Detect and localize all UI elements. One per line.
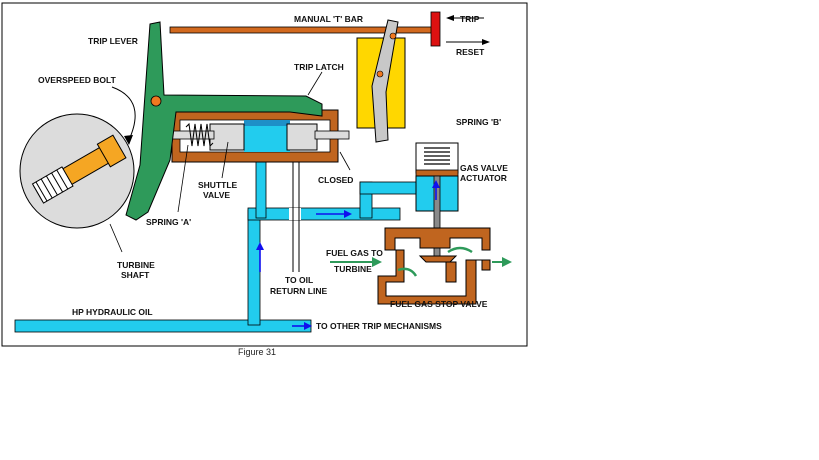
shuttle-spool-right [286,123,318,151]
label-shuttle-valve-2: VALVE [203,190,230,200]
valve-body-lower [377,249,491,305]
labels: MANUAL 'T' BAR TRIP RESET TRIP LEVER TRI… [38,14,508,331]
overspeed-bolt [31,134,127,204]
flow-arrow-other-trip [304,322,312,330]
gas-outlet-arrow [502,257,512,267]
label-manual-t-bar: MANUAL 'T' BAR [294,14,363,24]
label-fuel-gas-1: FUEL GAS TO [326,248,383,258]
trip-latch-leader [307,71,323,96]
closed-leader [339,151,351,171]
label-gas-valve-actuator-2: ACTUATOR [460,173,507,183]
fuel-gas-stop-valve [377,227,491,305]
turbine-shaft-leader [109,223,123,253]
t-bar-link [371,19,399,143]
label-overspeed-bolt: OVERSPEED BOLT [38,75,117,85]
hydraulic-oil-lines [14,127,419,333]
diagram-frame [1,2,528,347]
label-spring-b: SPRING 'B' [456,117,501,127]
trip-lever-pivot [150,95,162,107]
valve-seat [445,261,457,283]
arrows [109,15,512,330]
link-pivot-mid [376,70,384,78]
label-turbine-shaft-2: SHAFT [121,270,150,280]
rotation-arrow [111,86,136,143]
turbine-shaft-assembly [19,86,136,229]
flow-arrow-up-riser [256,242,264,250]
valve-body-upper [384,227,491,251]
trip-arrow [446,15,454,21]
figure-caption: Figure 31 [238,347,276,357]
actuator-feed-line [359,181,419,195]
label-spring-a: SPRING 'A' [146,217,191,227]
reset-arrow [482,39,490,45]
hp-riser-pipe [247,209,261,326]
shuttle-valve-assembly [163,109,350,163]
valve-disc [418,255,458,263]
gas-flow-curve-2 [447,246,473,254]
spring-a-coil [185,122,214,148]
rotation-arrowhead [124,135,133,145]
label-turbine-shaft-1: TURBINE [117,260,155,270]
label-hp-hydraulic-oil: HP HYDRAULIC OIL [72,307,153,317]
gas-valve-actuator-assembly [415,142,459,257]
label-fuel-gas-2: TURBINE [334,264,372,274]
gas-inlet-arrow [372,257,382,267]
label-trip: TRIP [460,14,480,24]
link-pivot-top [389,32,397,40]
label-to-other-trip: TO OTHER TRIP MECHANISMS [316,321,442,331]
actuator-piston [415,169,459,177]
t-bar-knob [430,11,441,47]
spring-a-leader [177,144,189,213]
label-closed: CLOSED [318,175,353,185]
label-reset: RESET [456,47,485,57]
hp-hydraulic-oil-line [14,319,312,333]
shuttle-stem-right [314,130,350,140]
flow-arrow-actuator [432,180,440,188]
spring-b-coil [424,147,450,165]
oil-gap [289,208,301,220]
trip-lever [125,21,323,221]
trip-lever-assembly [125,21,323,221]
manual-t-bar-assembly [169,11,441,143]
label-to-oil-1: TO OIL [285,275,313,285]
label-to-oil-2: RETURN LINE [270,286,327,296]
label-trip-latch: TRIP LATCH [294,62,344,72]
shuttle-leader [221,141,229,179]
label-gas-valve-actuator-1: GAS VALVE [460,163,508,173]
label-fuel-gas-stop-valve: FUEL GAS STOP VALVE [390,299,488,309]
label-trip-lever: TRIP LEVER [88,36,138,46]
shuttle-oil-top [244,120,290,126]
flow-arrow-trip-oil [344,210,352,218]
label-shuttle-valve-1: SHUTTLE [198,180,238,190]
gas-flow-curve-1 [397,267,418,277]
